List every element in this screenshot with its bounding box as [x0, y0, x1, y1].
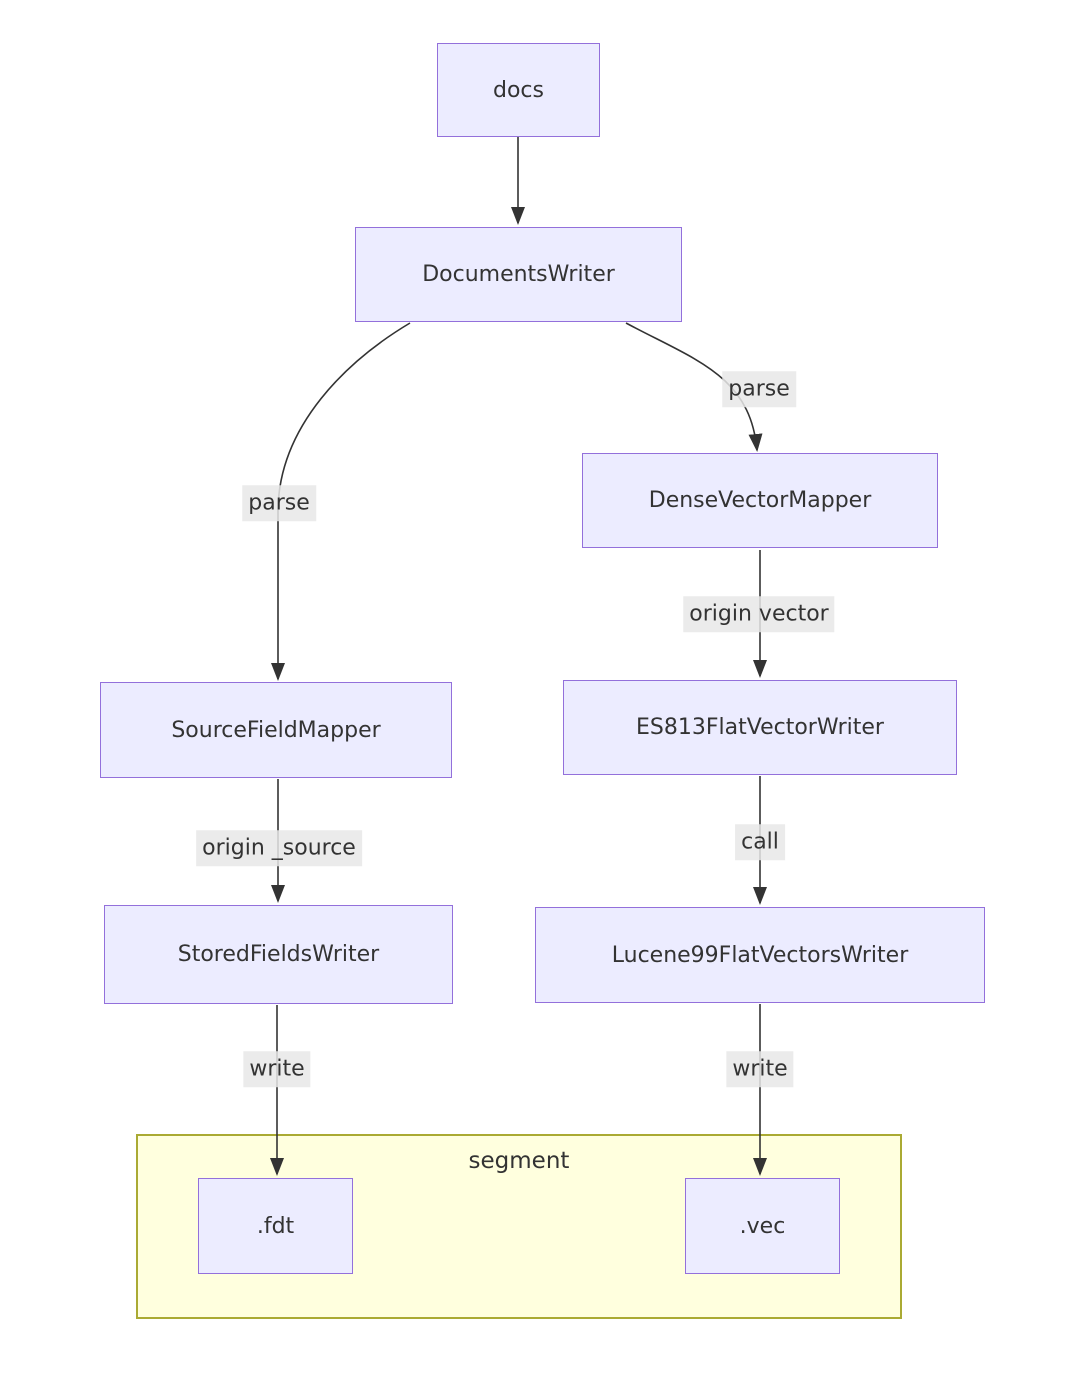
node-documents-writer: DocumentsWriter: [355, 227, 682, 322]
edge-label-write-right: write: [726, 1051, 794, 1087]
node-lucene99-flat-vectors-writer: Lucene99FlatVectorsWriter: [535, 907, 985, 1003]
node-dense-vector-mapper: DenseVectorMapper: [582, 453, 938, 548]
node-fdt-file: .fdt: [198, 1178, 353, 1274]
edge-label-call: call: [735, 824, 785, 860]
edge-label-write-left: write: [243, 1051, 311, 1087]
edge-label-origin-source: origin _source: [196, 830, 362, 866]
node-vec-file: .vec: [685, 1178, 840, 1274]
node-source-field-mapper: SourceFieldMapper: [100, 682, 452, 778]
cluster-segment-title: segment: [468, 1148, 570, 1174]
node-stored-fields-writer: StoredFieldsWriter: [104, 905, 453, 1004]
edge-label-origin-vector: origin vector: [683, 596, 835, 632]
edge-label-parse-left: parse: [242, 485, 316, 521]
node-docs: docs: [437, 43, 600, 137]
edge-label-parse-right: parse: [722, 371, 796, 407]
node-es813-flat-vector-writer: ES813FlatVectorWriter: [563, 680, 957, 775]
